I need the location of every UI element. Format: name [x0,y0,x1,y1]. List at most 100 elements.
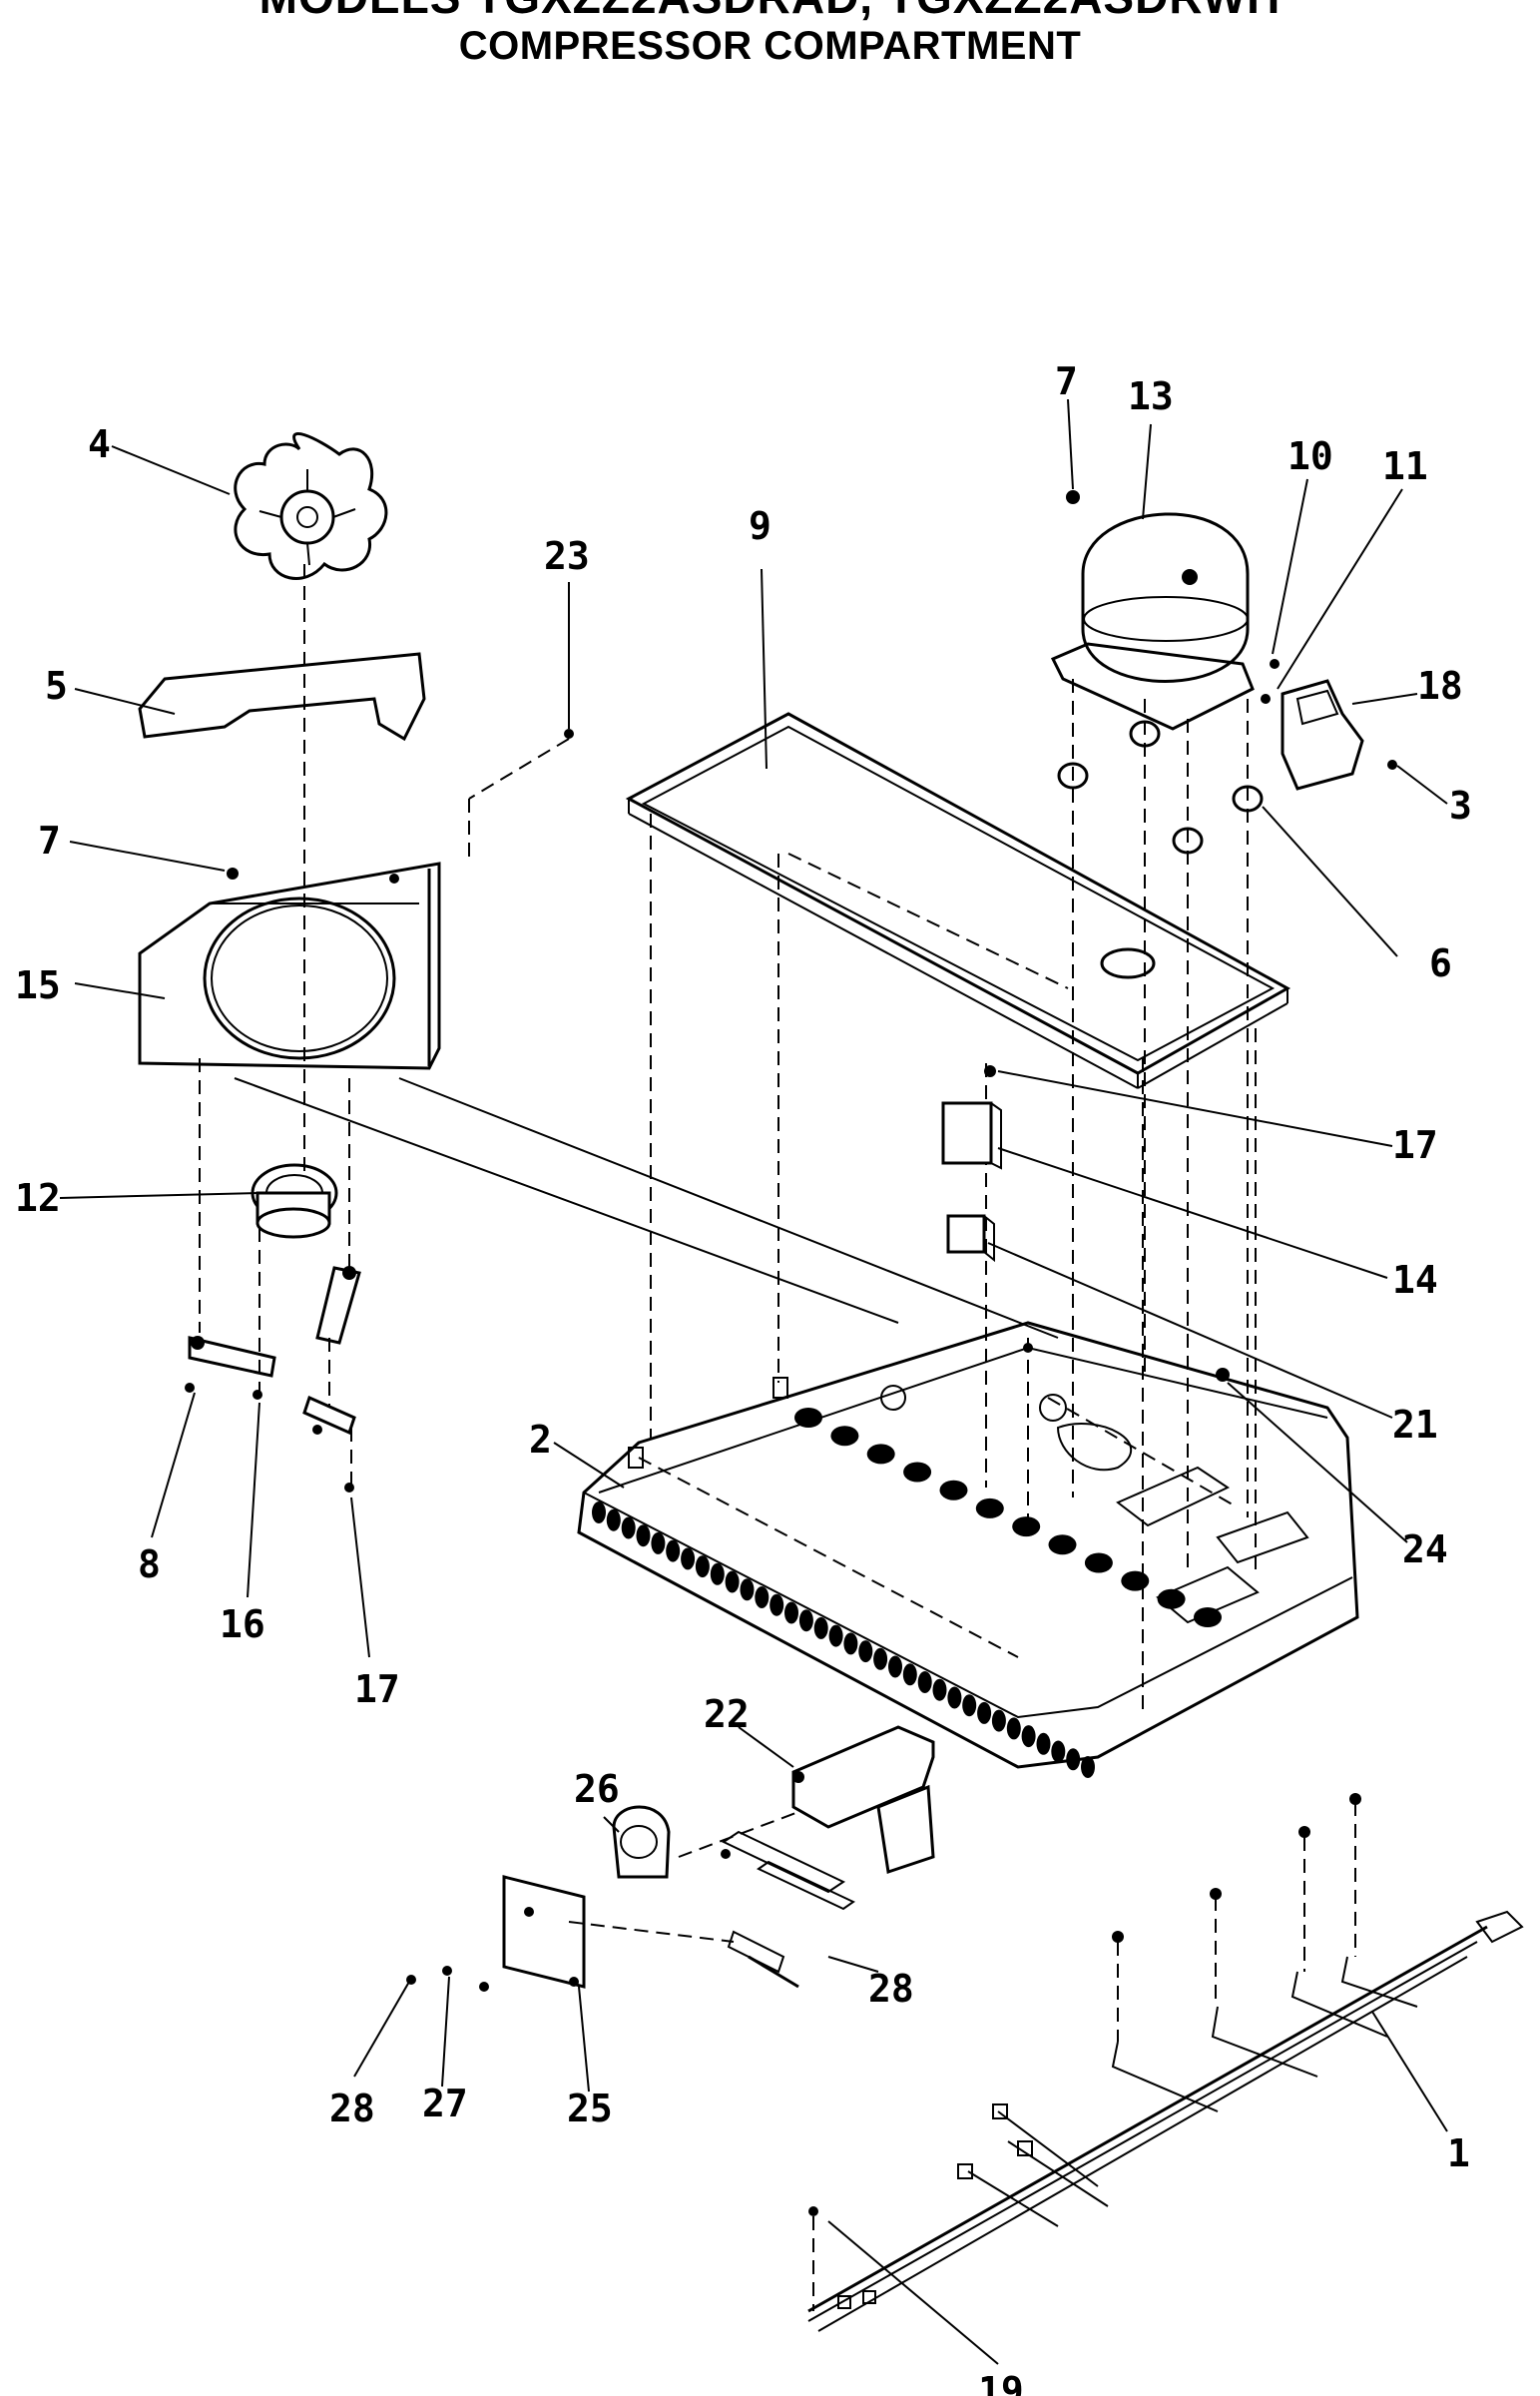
tube-pass [1012,1516,1041,1537]
tube-pass [1048,1534,1077,1555]
tube-pass [1084,1552,1113,1573]
callout-22: 22 [704,1692,750,1736]
tube-pass [866,1444,895,1465]
coil-fin [977,1701,992,1724]
callout-23: 23 [544,534,590,578]
defrost-bracket [721,1725,935,1911]
tube-pass [1121,1570,1150,1591]
callout-28-right: 28 [868,1967,914,2011]
base-pan [577,1321,1359,1769]
coil-fin [755,1586,770,1608]
coil-fin [932,1678,947,1701]
coil-fin [740,1578,755,1601]
coil-fin [651,1531,666,1554]
callout-12: 12 [15,1176,61,1220]
coil-fin [947,1686,962,1709]
callout-17-left: 17 [354,1667,400,1711]
coil-fin [695,1555,710,1578]
callout-6: 6 [1429,941,1452,985]
callout-28-left: 28 [329,2087,375,2130]
tube-pass [903,1462,932,1483]
callout-10: 10 [1287,434,1333,478]
callout-16: 16 [220,1602,265,1646]
motor-mount-brackets [188,1266,361,1436]
callout-24: 24 [1402,1527,1448,1571]
callout-4: 4 [88,422,111,466]
callout-1: 1 [1447,2131,1470,2175]
callout-19: 19 [978,2369,1024,2396]
coil-fin [873,1647,888,1670]
tube-pass [794,1408,822,1428]
fan-shroud-cover [138,652,426,742]
small-electrical-parts [941,1065,1002,1263]
callout-9: 9 [749,504,771,548]
coil-fin [621,1516,636,1539]
coil-fin [962,1694,977,1717]
assembly-lines-left [199,564,1059,1486]
tube-pass [975,1498,1004,1518]
assembly-lines-right [650,679,1257,1717]
callout-7-left: 7 [38,819,61,863]
coil-fin [606,1508,621,1531]
coil-fin [991,1709,1006,1732]
coil-fin [1006,1717,1021,1740]
coil-fin [636,1524,651,1547]
coil-fin [770,1593,784,1616]
callout-8: 8 [138,1542,161,1586]
coil-fin [888,1655,902,1678]
callout-25: 25 [567,2087,613,2130]
models-title: MODELS TGXZZ2ASDRAD, TGXZZ2ASDRWH [0,0,1540,20]
compressor [1050,490,1255,731]
coil-fin [1066,1748,1081,1771]
leader-lines [59,398,1448,2365]
section-title: COMPRESSOR COMPARTMENT [458,24,1082,68]
coil-fin [917,1671,932,1693]
coil-fin [1036,1732,1051,1755]
coil-fin [592,1501,606,1523]
coil-fin [843,1632,858,1655]
defrost-timer [406,1805,799,1992]
wiring-harness [807,1793,1524,2332]
callout-2: 2 [529,1418,552,1462]
callout-27: 27 [422,2082,468,2125]
coil-fin [813,1616,828,1639]
fan-motor [251,1163,338,1239]
diagram-header: MODELS TGXZZ2ASDRAD, TGXZZ2ASDRWH COMPRE… [0,0,1540,68]
callout-labels: 1 2 3 4 5 6 7 7 8 9 10 11 12 13 14 15 16… [15,359,1472,2396]
relay-overload [1261,659,1397,791]
drain-pan [625,712,1291,1089]
compressor-grommets [1057,720,1264,855]
coil-fin [828,1624,843,1647]
callout-17-right: 17 [1392,1123,1438,1167]
callout-21: 21 [1392,1403,1438,1447]
callout-26: 26 [574,1767,620,1811]
condenser-coil [592,1408,1222,1778]
tube-pass [939,1480,968,1500]
callout-18: 18 [1417,664,1463,708]
fan-bracket [138,862,441,1070]
condenser-fan-blade [234,431,388,580]
tube-pass [1194,1607,1222,1627]
callout-5: 5 [45,664,68,708]
coil-fin [1021,1725,1036,1748]
coil-fin [1051,1740,1066,1763]
coil-fin [858,1640,873,1663]
coil-fin [902,1663,917,1686]
coil-fin [681,1547,696,1570]
tube-pass [1157,1588,1186,1609]
coil-fin [710,1562,725,1585]
screws-left [185,729,574,1493]
callout-13: 13 [1128,374,1174,418]
coil-fin [798,1609,813,1632]
coil-fin [666,1539,681,1562]
callout-3: 3 [1449,784,1472,828]
coil-fin [784,1601,798,1624]
tube-pass [830,1426,859,1447]
callout-7-top: 7 [1055,359,1078,403]
coil-fin [1081,1756,1095,1778]
callout-15: 15 [15,963,61,1007]
coil-fin [725,1570,740,1593]
callout-14: 14 [1392,1258,1438,1302]
callout-11: 11 [1382,444,1428,488]
